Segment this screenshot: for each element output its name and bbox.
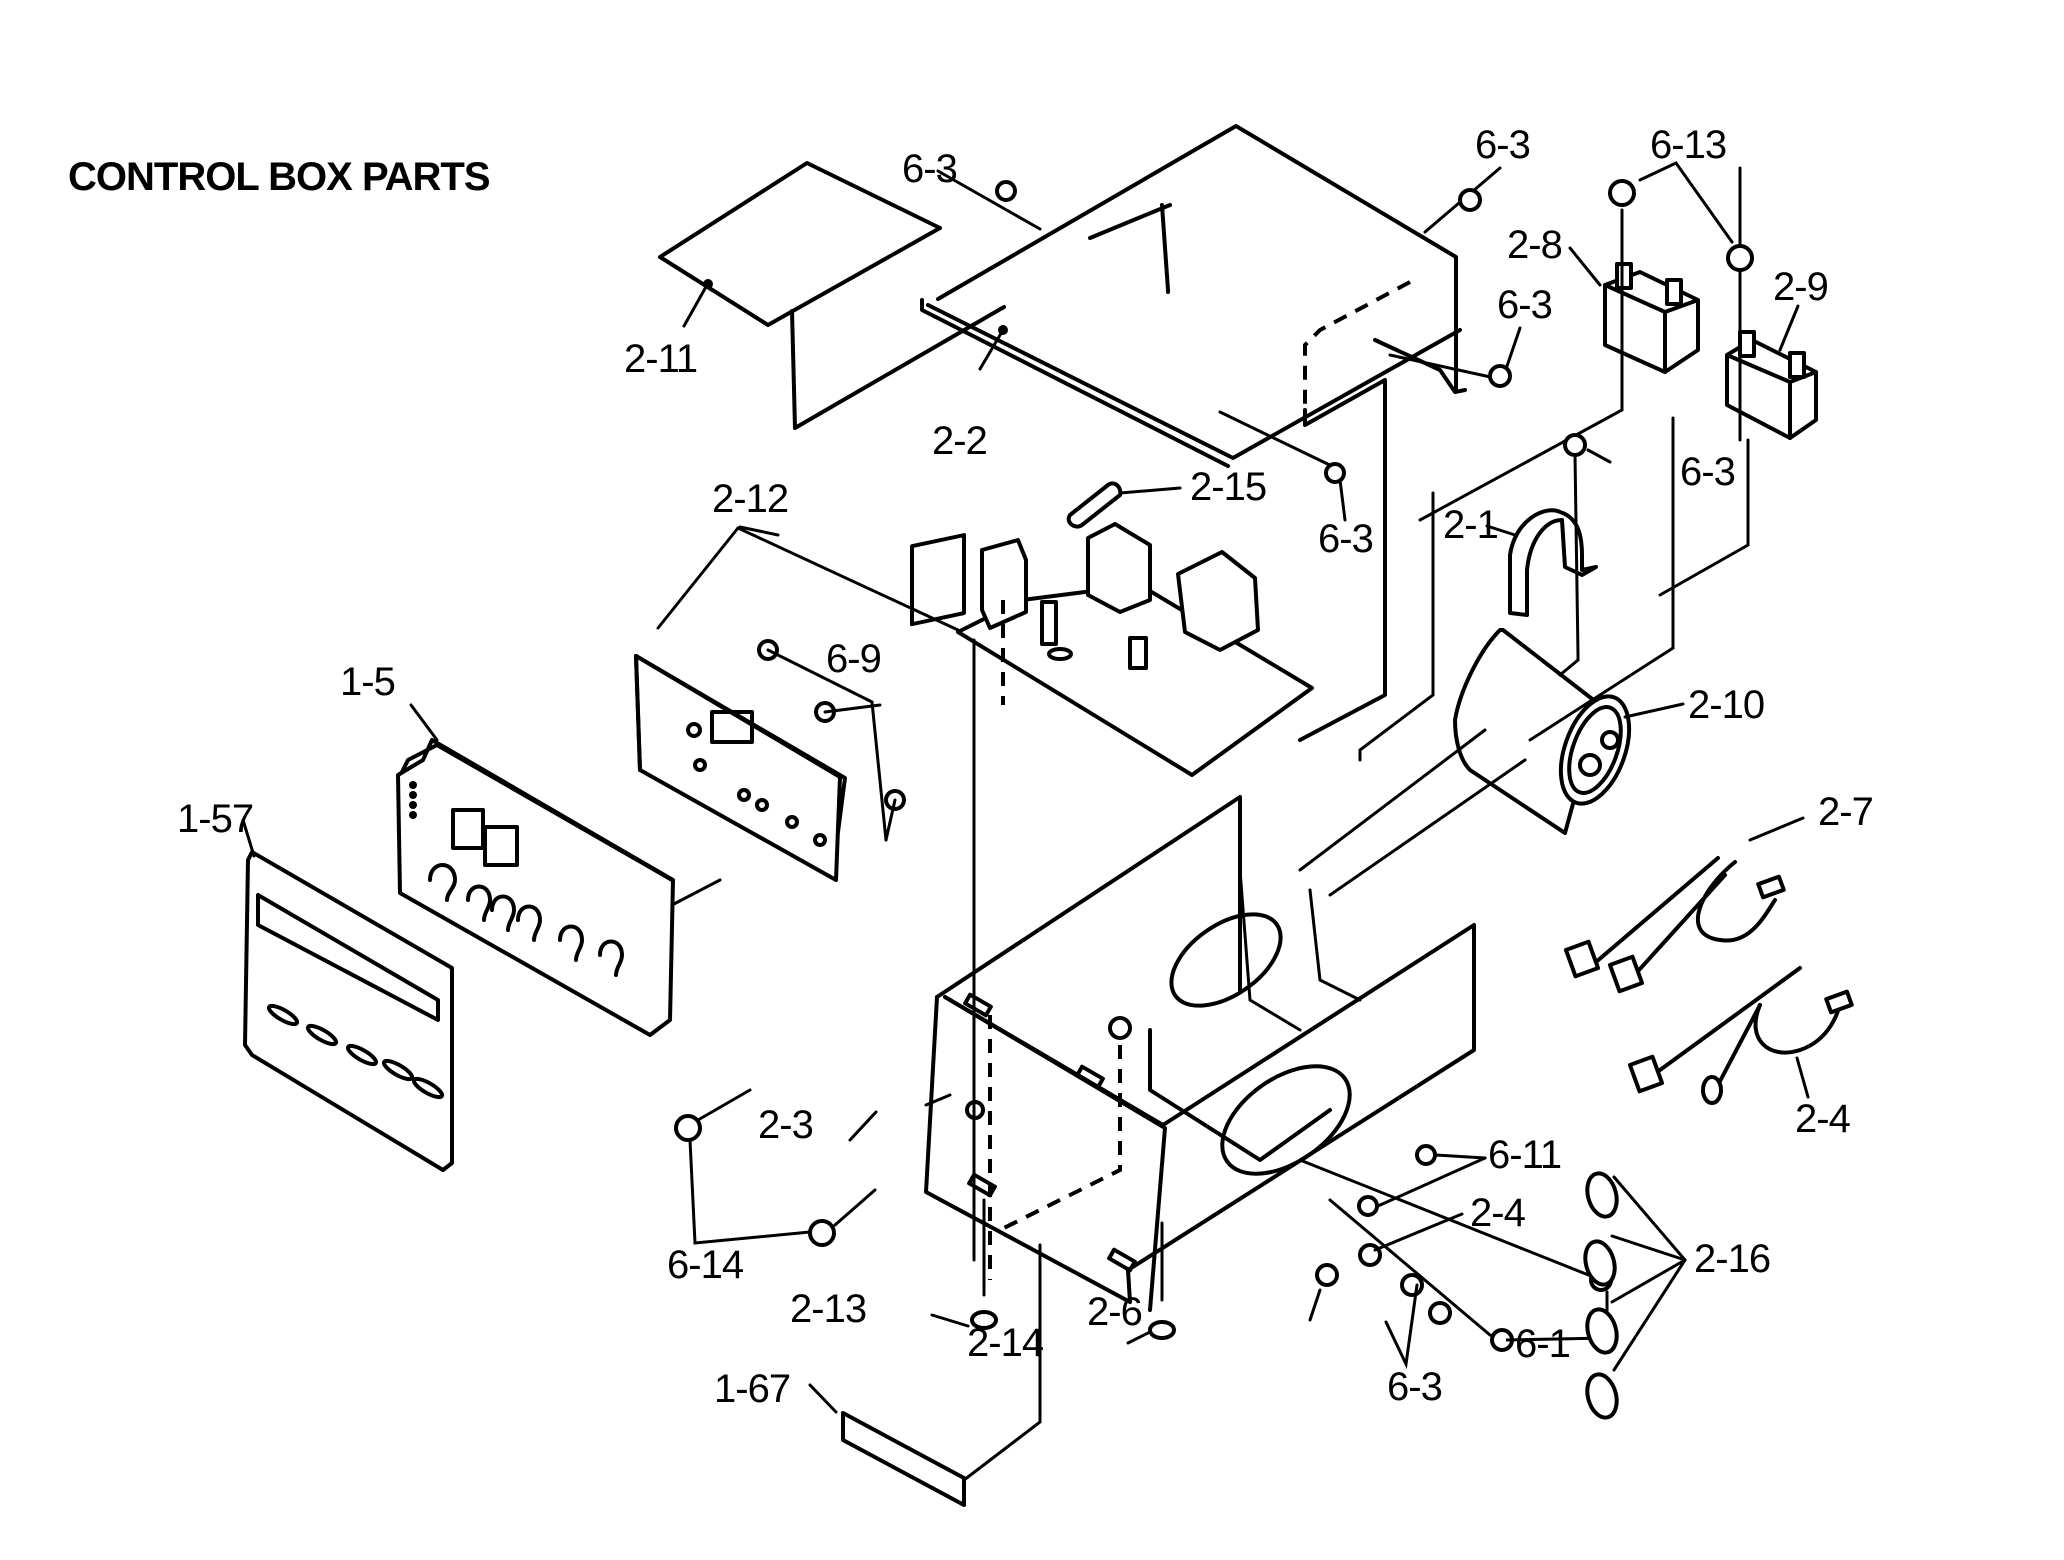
part-2-7-wire-harness bbox=[1563, 816, 1805, 994]
callout-2-12: 2-12 bbox=[712, 477, 788, 521]
callout-2-4: 2-4 bbox=[1470, 1191, 1526, 1235]
part-2-16-wire-clamps bbox=[1583, 1171, 1687, 1420]
part-2-13-post bbox=[930, 1198, 998, 1330]
part-1-57-overlay bbox=[241, 818, 454, 1172]
callout-6-3: 6-3 bbox=[1387, 1365, 1442, 1409]
part-2-4-wire-harness bbox=[1627, 966, 1854, 1105]
part-2-8-relay bbox=[1418, 179, 1700, 522]
callout-6-9: 6-9 bbox=[826, 637, 881, 681]
callout-2-10: 2-10 bbox=[1688, 683, 1764, 727]
part-2-11-insulation-sheet bbox=[658, 161, 1006, 430]
part-2-2-cover bbox=[920, 124, 1467, 742]
part-2-14-post bbox=[1126, 1221, 1176, 1345]
screws-6-14 bbox=[674, 1088, 878, 1247]
callout-6-3: 6-3 bbox=[1497, 283, 1552, 327]
part-2-9-relay bbox=[1658, 166, 1818, 597]
callout-1-5: 1-5 bbox=[340, 660, 395, 704]
callout-2-16: 2-16 bbox=[1694, 1237, 1770, 1281]
screw-6-3-top-left bbox=[936, 169, 1042, 231]
part-2-1-capacitor-strap bbox=[1485, 508, 1598, 617]
callout-2-2: 2-2 bbox=[932, 419, 987, 463]
part-2-10-run-capacitor bbox=[1298, 416, 1685, 897]
callout-6-11: 6-11 bbox=[1488, 1133, 1561, 1177]
callout-2-8: 2-8 bbox=[1507, 223, 1562, 267]
screw-6-3-cover-front bbox=[1218, 410, 1347, 522]
part-2-15-fuse bbox=[1066, 481, 1182, 529]
callout-2-13: 2-13 bbox=[790, 1287, 866, 1331]
callout-2-14: 2-14 bbox=[967, 1321, 1044, 1365]
callout-6-3: 6-3 bbox=[902, 147, 957, 191]
screws-6-9 bbox=[757, 639, 906, 842]
part-display-pcb bbox=[634, 654, 847, 882]
callout-2-15: 2-15 bbox=[1190, 465, 1266, 509]
callout-6-3: 6-3 bbox=[1475, 123, 1530, 167]
callout-6-14: 6-14 bbox=[667, 1243, 744, 1287]
callout-1-67: 1-67 bbox=[714, 1367, 790, 1411]
callout-labels: 6-3 2-11 2-2 6-3 6-3 6-13 2-8 2-9 6-3 6-… bbox=[177, 123, 1874, 1411]
callout-6-3: 6-3 bbox=[1680, 450, 1735, 494]
screw-6-3-top-right bbox=[1423, 166, 1502, 234]
callout-6-1: 6-1 bbox=[1515, 1322, 1570, 1366]
callout-2-1: 2-1 bbox=[1443, 503, 1498, 547]
diagram-title: CONTROL BOX PARTS bbox=[68, 155, 490, 199]
callout-2-3: 2-3 bbox=[758, 1103, 813, 1147]
callout-2-11: 2-11 bbox=[624, 337, 697, 381]
part-1-5-control-housing bbox=[396, 703, 722, 1037]
screws-right-cluster bbox=[1298, 1144, 1613, 1370]
callout-6-3: 6-3 bbox=[1318, 517, 1373, 561]
screw-6-3-strap bbox=[1558, 433, 1612, 677]
callout-2-7: 2-7 bbox=[1818, 790, 1873, 834]
callout-2-9: 2-9 bbox=[1773, 265, 1828, 309]
screw-6-3-side bbox=[1388, 326, 1522, 388]
callout-2-6: 2-6 bbox=[1087, 1290, 1142, 1334]
part-2-3-control-box bbox=[924, 795, 1476, 1312]
callout-2-4: 2-4 bbox=[1795, 1097, 1851, 1141]
callout-1-57: 1-57 bbox=[177, 797, 253, 841]
leader-6-13 bbox=[1638, 161, 1734, 244]
part-1-67-trim-strip bbox=[808, 1243, 1042, 1507]
callout-6-13: 6-13 bbox=[1650, 123, 1726, 167]
part-2-12-power-board bbox=[656, 522, 1314, 1262]
